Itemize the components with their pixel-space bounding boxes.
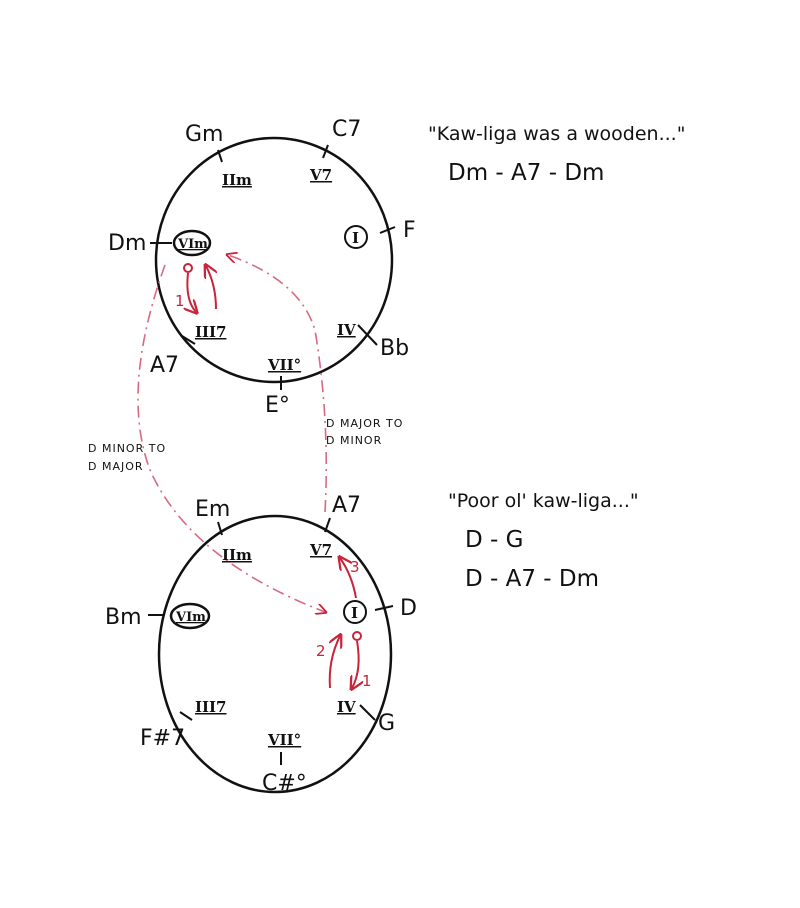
bottom-circle-of-chords: Em A7 D Bm F#7 G C#° IIm V7 I VIm III7 I… bbox=[105, 493, 417, 796]
numeral-vim: VIm bbox=[175, 610, 206, 625]
bottom-lyric-quote: "Poor ol' kaw-liga..." bbox=[448, 490, 639, 512]
chord-g: G bbox=[378, 711, 395, 736]
numeral-iv: IV bbox=[337, 321, 356, 339]
chord-f: F bbox=[403, 218, 416, 243]
numeral-iim: IIm bbox=[222, 171, 252, 189]
arrow-iii-to-vi bbox=[206, 266, 216, 310]
label-major-to-minor-1: D MAJOR TO bbox=[326, 417, 403, 430]
chord-em: Em bbox=[195, 497, 230, 522]
numeral-iim: IIm bbox=[222, 546, 252, 564]
minor-to-major-path bbox=[137, 264, 325, 612]
arrow-label-3: 3 bbox=[350, 558, 360, 576]
label-minor-to-major-1: D MINOR TO bbox=[88, 442, 166, 455]
arrow-i-to-iv bbox=[352, 640, 359, 688]
numeral-v7: V7 bbox=[309, 166, 332, 184]
chord-a7: A7 bbox=[332, 493, 361, 518]
label-major-to-minor-2: D MINOR bbox=[326, 434, 382, 447]
chord-c7: C7 bbox=[332, 117, 361, 142]
bottom-progression-1: D - G bbox=[465, 527, 523, 553]
numeral-vim: VIm bbox=[177, 237, 208, 252]
arrow-label: 1 bbox=[175, 292, 185, 310]
top-circle-of-chords: Gm C7 F Dm A7 Bb E° IIm V7 I VIm III7 IV… bbox=[108, 117, 416, 418]
arrow-iv-to-i bbox=[328, 636, 340, 689]
chord-a7: A7 bbox=[150, 353, 179, 378]
top-circle bbox=[154, 136, 394, 384]
chord-bm: Bm bbox=[105, 605, 142, 630]
arrow-i-to-v bbox=[340, 558, 357, 599]
numeral-i: I bbox=[352, 229, 359, 247]
chord-dm: Dm bbox=[108, 231, 146, 256]
top-lyric-quote: "Kaw-liga was a wooden..." bbox=[428, 123, 685, 145]
numeral-v7: V7 bbox=[309, 541, 332, 559]
major-to-minor-path bbox=[228, 255, 328, 513]
top-progression: Dm - A7 - Dm bbox=[448, 160, 604, 186]
label-minor-to-major-2: D MAJOR bbox=[88, 460, 144, 473]
numeral-vii-dim: VII° bbox=[267, 731, 301, 749]
chord-d: D bbox=[400, 596, 417, 621]
arrow-vi-to-iii bbox=[187, 272, 196, 312]
bottom-circle bbox=[157, 514, 393, 794]
numeral-vii-dim: VII° bbox=[267, 356, 301, 374]
chord-gm: Gm bbox=[185, 122, 223, 147]
chord-c-sharp-dim: C#° bbox=[262, 771, 307, 796]
numeral-iii7: III7 bbox=[195, 323, 227, 341]
numeral-iii7: III7 bbox=[195, 698, 227, 716]
arrow-label-2: 2 bbox=[316, 642, 326, 660]
numeral-i: I bbox=[351, 604, 358, 622]
chord-f-sharp-7: F#7 bbox=[140, 726, 185, 751]
numeral-iv: IV bbox=[337, 698, 356, 716]
arrow-label-1: 1 bbox=[362, 672, 372, 690]
chord-bb: Bb bbox=[380, 336, 409, 361]
bottom-progression-2: D - A7 - Dm bbox=[465, 566, 599, 592]
chord-e-dim: E° bbox=[265, 393, 290, 418]
